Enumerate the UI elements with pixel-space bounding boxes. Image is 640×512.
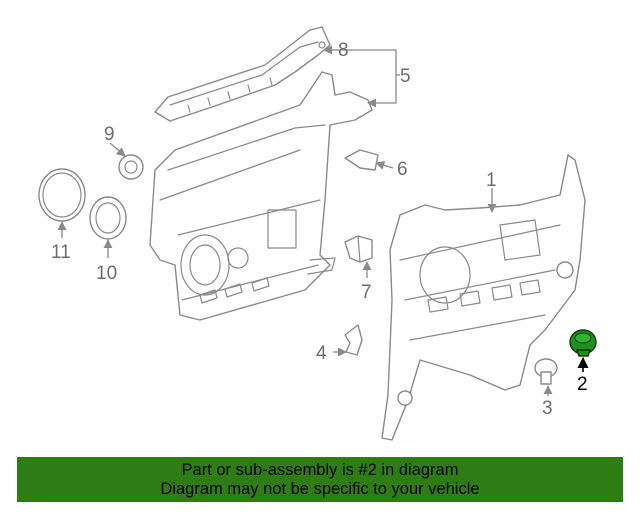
callout-8: 8	[338, 40, 349, 61]
callout-7: 7	[361, 282, 372, 303]
info-banner: Part or sub-assembly is #2 in diagram Di…	[17, 457, 623, 502]
callout-1: 1	[486, 170, 497, 191]
part-1-carrier-panel	[381, 154, 586, 441]
callout-10: 10	[96, 263, 117, 284]
callout-9: 9	[104, 124, 115, 145]
part-7-clip	[344, 235, 373, 263]
parts-diagram: 1 2 3 4 5 6 7 8 9 10 11	[38, 26, 597, 441]
door-inner-panel	[149, 71, 373, 321]
callout-5: 5	[400, 66, 411, 87]
part-2-fastener-highlighted	[569, 329, 597, 357]
part-8-trim-strip	[154, 26, 331, 122]
part-10-plug	[89, 196, 127, 240]
callout-2: 2	[577, 374, 588, 395]
banner-line-2: Diagram may not be specific to your vehi…	[160, 479, 480, 498]
callout-3: 3	[542, 398, 553, 419]
banner-line-1: Part or sub-assembly is #2 in diagram	[181, 460, 459, 479]
callout-11: 11	[51, 242, 71, 263]
part-6-bracket	[344, 149, 379, 171]
part-11-ring-seal	[38, 168, 86, 222]
callout-4: 4	[316, 343, 327, 364]
leader-lines	[57, 45, 589, 396]
part-4-bracket	[344, 324, 363, 356]
part-3-stud	[534, 358, 558, 385]
callout-6: 6	[397, 159, 408, 180]
part-9-grommet	[118, 154, 144, 180]
